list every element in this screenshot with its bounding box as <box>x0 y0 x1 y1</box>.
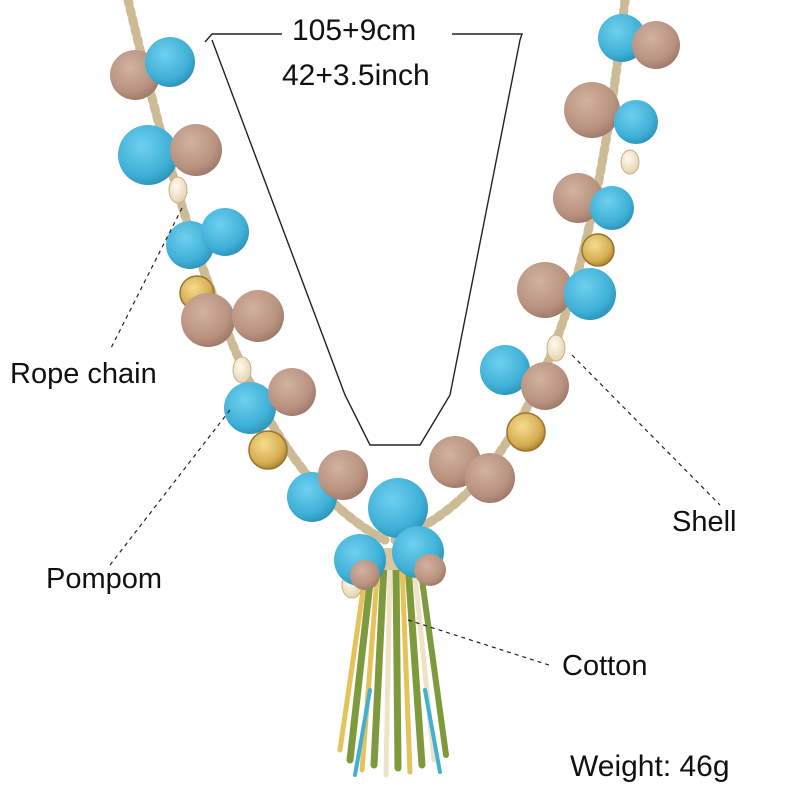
gold-coins <box>179 233 615 470</box>
rope-chain-label: Rope chain <box>10 358 157 390</box>
cotton-label: Cotton <box>562 650 648 682</box>
length-inch-label: 42+3.5inch <box>282 59 430 92</box>
callout-lines <box>109 207 721 667</box>
pompoms <box>110 14 680 590</box>
length-cm-label: 105+9cm <box>292 14 417 47</box>
shell-label: Shell <box>672 506 737 538</box>
weight-label: Weight: 46g <box>570 750 730 783</box>
pompom-label: Pompom <box>46 563 163 595</box>
length-diagram <box>204 33 523 446</box>
